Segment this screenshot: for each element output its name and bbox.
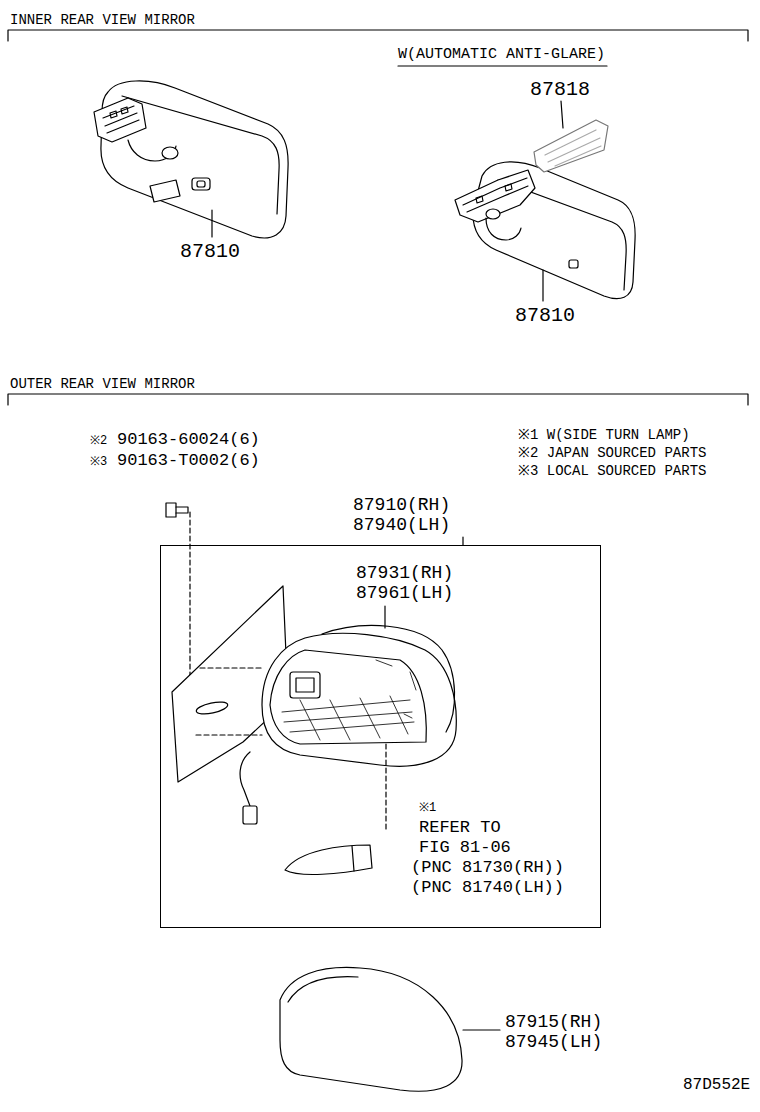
footnote: ※3 LOCAL SOURCED PARTS	[518, 463, 706, 480]
mirror-cover	[280, 967, 500, 1091]
leader-line	[384, 606, 385, 628]
assembly-box: 87910(RH) 87940(LH)87931(RH) 87961(LH)※1…	[160, 545, 601, 928]
line-art	[103, 106, 139, 133]
drawing-code: 87D552E	[683, 1076, 750, 1095]
leader-line	[211, 210, 212, 237]
leader-line	[561, 101, 563, 128]
reference-note: REFER TO FIG 81-06	[419, 818, 521, 858]
line-art	[352, 846, 354, 871]
leader-line	[462, 537, 463, 545]
variant-underline	[398, 65, 607, 66]
line-art	[240, 752, 250, 806]
line-art	[322, 626, 455, 732]
bolt-symbol	[166, 503, 176, 517]
line-art	[110, 107, 128, 118]
line-art	[94, 98, 146, 142]
reference-note: (PNC 81730(RH)) (PNC 81740(LH))	[411, 858, 574, 898]
line-art	[486, 209, 500, 219]
line-art	[197, 181, 205, 187]
line-art	[463, 178, 528, 212]
part-number: 87810	[180, 240, 240, 263]
outer-mirror-assembly	[166, 503, 463, 874]
note-mark: ※1	[419, 801, 436, 816]
note-mark: ※2	[90, 434, 107, 449]
line-art	[282, 696, 414, 740]
turn-lamp	[285, 845, 372, 874]
line-art	[376, 660, 416, 718]
line-art	[270, 650, 426, 744]
section-bracket-line	[8, 30, 748, 41]
line-art	[280, 967, 462, 1091]
line-art	[534, 120, 608, 172]
line-art	[545, 130, 601, 166]
part-number: 87931(RH) 87961(LH)	[356, 563, 464, 603]
footnote: ※2 JAPAN SOURCED PARTS	[518, 445, 706, 462]
variant-note: W(AUTOMATIC ANTI-GLARE)	[398, 46, 605, 64]
part-number: 87818	[530, 78, 590, 101]
line-art	[192, 178, 210, 190]
hidden-line	[196, 668, 262, 735]
line-art	[569, 260, 578, 268]
line-art	[288, 977, 358, 1002]
line-art	[290, 672, 320, 698]
line-art	[455, 170, 535, 222]
leader-line	[463, 1029, 500, 1030]
part-number: 87910(RH) 87940(LH)	[353, 495, 461, 535]
line-art	[122, 96, 279, 214]
line-art	[476, 184, 512, 203]
leader-line	[542, 270, 543, 301]
line-art	[296, 678, 314, 692]
line-art	[150, 180, 180, 202]
part-number: 87915(RH) 87945(LH)	[505, 1012, 613, 1052]
line-art	[162, 147, 178, 159]
note-mark: ※3	[90, 455, 107, 470]
part-number: 90163-T0002(6)	[117, 451, 260, 471]
line-art	[243, 806, 257, 824]
part-number: 90163-60024(6)	[117, 430, 260, 450]
section-bracket	[8, 30, 748, 405]
line-art	[262, 633, 456, 766]
footnote: ※1 W(SIDE TURN LAMP)	[518, 427, 690, 444]
hidden-line	[385, 744, 386, 832]
inner-mirror-standard	[94, 81, 288, 238]
section-heading: OUTER REAR VIEW MIRROR	[10, 376, 195, 393]
section-heading: INNER REAR VIEW MIRROR	[10, 12, 195, 29]
line-art	[486, 218, 521, 240]
line-art	[195, 700, 228, 716]
inner-mirror-anti-glare	[455, 101, 635, 301]
part-number: 87810	[515, 304, 575, 327]
section-bracket-line	[8, 394, 748, 405]
bolt-symbol	[176, 507, 188, 513]
